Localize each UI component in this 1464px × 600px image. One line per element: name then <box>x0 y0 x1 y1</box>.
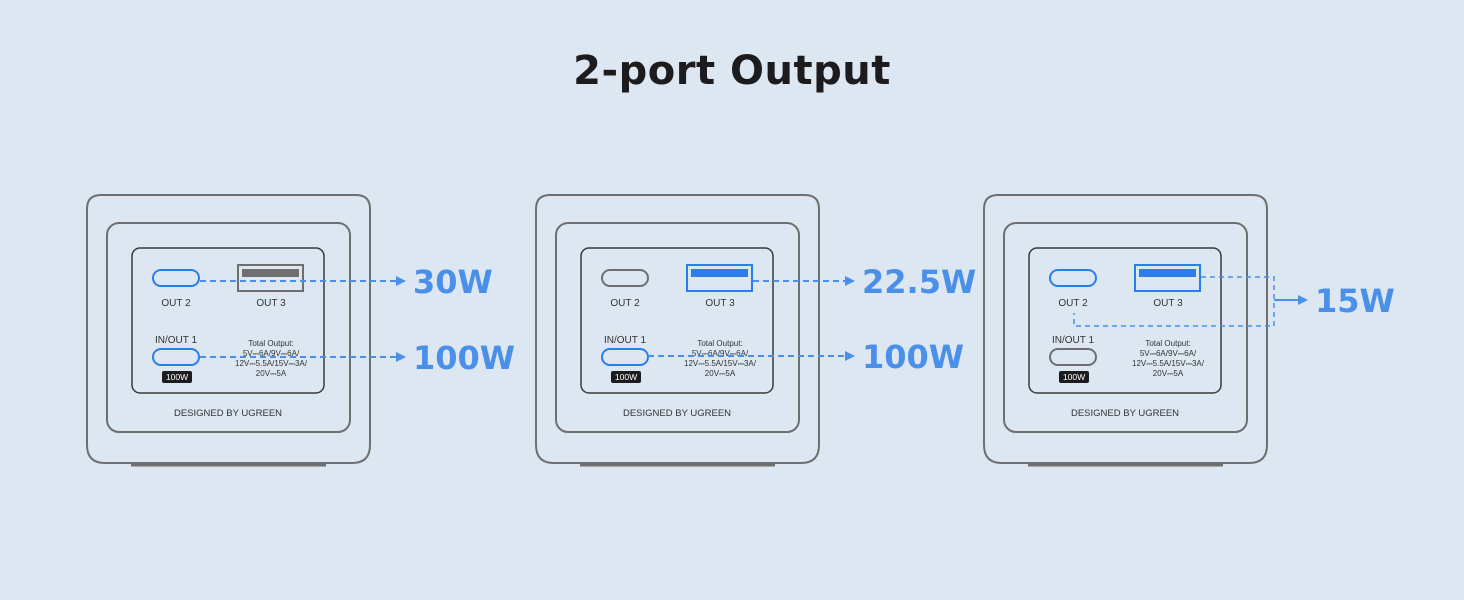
charger-device-3: OUT 2 OUT 3 IN/OUT 1 100W Total Output: … <box>983 194 1268 467</box>
wattage-badge <box>162 371 192 383</box>
usb-a-port-icon <box>686 264 753 292</box>
wattage-badge <box>1059 371 1089 383</box>
inout1-label: IN/OUT 1 <box>1052 335 1094 346</box>
charger-body <box>983 194 1268 464</box>
usb-a-tongue <box>242 269 299 277</box>
out3-label: OUT 3 <box>705 298 735 309</box>
usb-a-tongue <box>691 269 748 277</box>
brand-label: DESIGNED BY UGREEN <box>623 408 731 419</box>
out3-label: OUT 3 <box>1153 298 1183 309</box>
front-panel <box>1003 222 1248 433</box>
output-wattage-combined: 15W <box>1315 282 1395 320</box>
charger-device-1: OUT 2 OUT 3 IN/OUT 1 100W Total Output: … <box>86 194 371 467</box>
charger-body <box>535 194 820 464</box>
out3-label: OUT 3 <box>256 298 286 309</box>
out2-label: OUT 2 <box>161 298 191 309</box>
inout1-label: IN/OUT 1 <box>604 335 646 346</box>
spec-line-1: 5V⎓6A/9V⎓6A/ <box>1140 349 1197 358</box>
spec-heading: Total Output: <box>697 339 742 348</box>
page-title: 2-port Output <box>573 48 891 94</box>
port-panel <box>131 247 325 394</box>
wattage-badge-text: 100W <box>615 372 637 382</box>
out2-label: OUT 2 <box>610 298 640 309</box>
spec-heading: Total Output: <box>248 339 293 348</box>
output-wattage-2: 100W <box>413 339 515 377</box>
brand-label: DESIGNED BY UGREEN <box>174 408 282 419</box>
charger-body <box>86 194 371 464</box>
spec-line-3: 20V⎓5A <box>256 369 287 378</box>
usb-c-port-icon <box>1049 269 1097 287</box>
port-panel <box>580 247 774 394</box>
inout1-label: IN/OUT 1 <box>155 335 197 346</box>
spec-heading: Total Output: <box>1145 339 1190 348</box>
usb-c-port-icon <box>152 269 200 287</box>
output-wattage-2: 100W <box>862 338 964 376</box>
spec-line-3: 20V⎓5A <box>705 369 736 378</box>
brand-label: DESIGNED BY UGREEN <box>1071 408 1179 419</box>
spec-line-3: 20V⎓5A <box>1153 369 1184 378</box>
wattage-badge-text: 100W <box>166 372 188 382</box>
port-panel <box>1028 247 1222 394</box>
charger-device-2: OUT 2 OUT 3 IN/OUT 1 100W Total Output: … <box>535 194 820 467</box>
usb-c-port-icon <box>601 348 649 366</box>
usb-c-port-icon <box>1049 348 1097 366</box>
usb-c-port-icon <box>152 348 200 366</box>
spec-line-2: 12V⎓5.5A/15V⎓3A/ <box>684 359 757 368</box>
spec-line-2: 12V⎓5.5A/15V⎓3A/ <box>235 359 308 368</box>
wattage-badge-text: 100W <box>1063 372 1085 382</box>
front-panel <box>106 222 351 433</box>
front-panel <box>555 222 800 433</box>
out2-label: OUT 2 <box>1058 298 1088 309</box>
output-wattage-1: 30W <box>413 263 493 301</box>
wattage-badge <box>611 371 641 383</box>
dashed-connector <box>1073 276 1275 327</box>
usb-a-port-icon <box>237 264 304 292</box>
spec-line-1: 5V⎓6A/9V⎓6A/ <box>243 349 300 358</box>
spec-line-2: 12V⎓5.5A/15V⎓3A/ <box>1132 359 1205 368</box>
output-wattage-1: 22.5W <box>862 263 976 301</box>
usb-c-port-icon <box>601 269 649 287</box>
spec-line-1: 5V⎓6A/9V⎓6A/ <box>692 349 749 358</box>
usb-a-tongue <box>1139 269 1196 277</box>
usb-a-port-icon <box>1134 264 1201 292</box>
